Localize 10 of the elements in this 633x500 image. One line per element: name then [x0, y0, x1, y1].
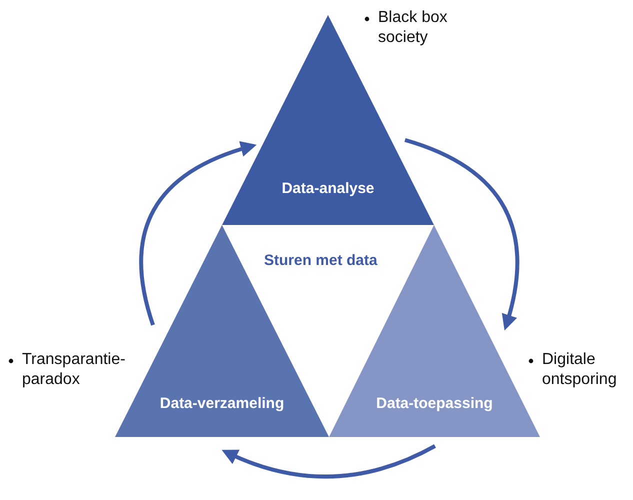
- bullet-note: Transparantie-paradox: [22, 350, 126, 390]
- curved-arrow: [139, 142, 257, 326]
- center-label: Sturen met data: [264, 252, 378, 269]
- curved-arrow: [222, 444, 436, 478]
- triangle-title: Data-toepassing: [375, 395, 494, 412]
- triangle-title: Data-analyse: [280, 180, 376, 197]
- bullet-note: Digitale ontsporing: [542, 350, 618, 390]
- triangle-title: Data-verzameling: [158, 395, 286, 412]
- curved-arrow: [404, 138, 520, 331]
- bullet-note: Black box society: [378, 8, 448, 48]
